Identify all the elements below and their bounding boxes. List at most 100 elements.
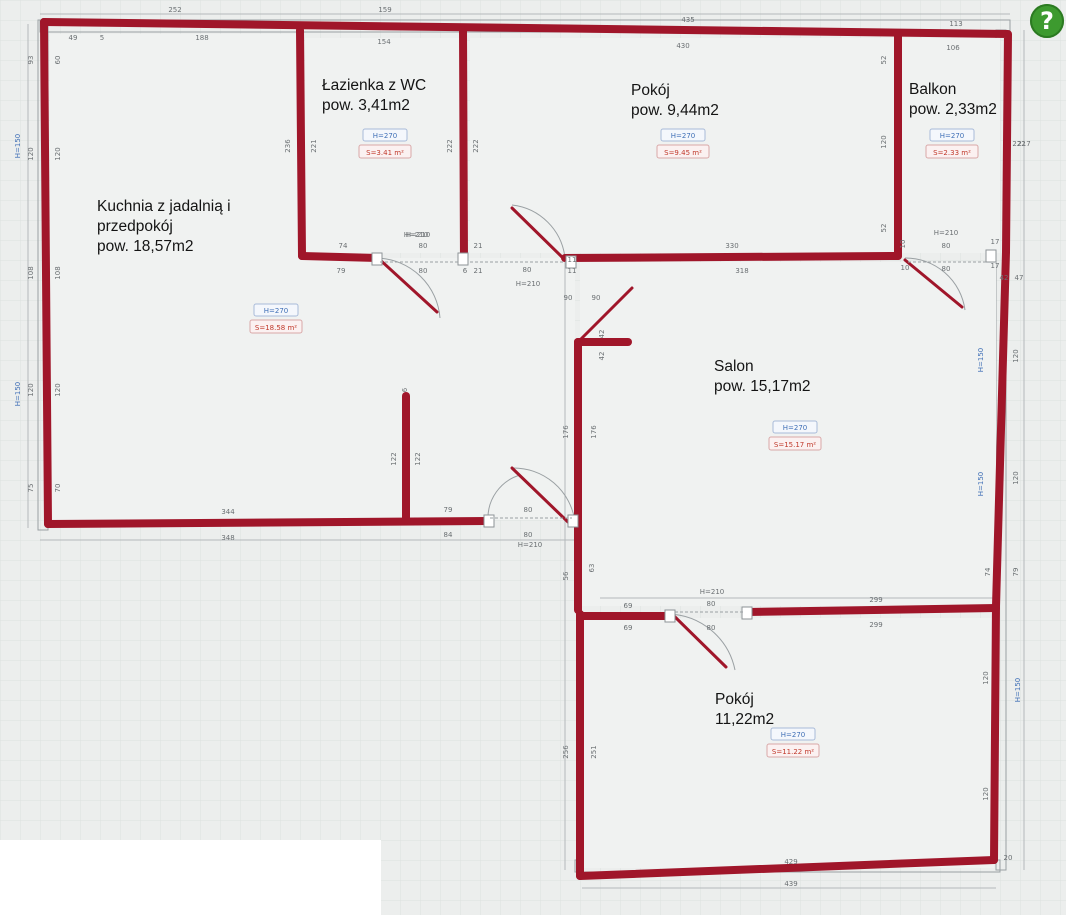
dimension-label: 11 <box>568 256 577 264</box>
dimension-label: 439 <box>784 880 797 888</box>
height-tag-box <box>660 128 706 142</box>
room-height-tag: H=270 <box>781 731 806 739</box>
dimension-label: 79 <box>337 267 346 275</box>
room2-area <box>582 618 994 868</box>
area-tag-box <box>768 436 822 451</box>
dimension-label: 10 <box>901 264 910 272</box>
dimension-label: H=210 <box>404 231 429 239</box>
room2-bottom-wall <box>576 856 998 880</box>
window-height-tag: H=150 <box>1014 678 1022 703</box>
height-tag-box <box>770 727 816 741</box>
dimension-label: 330 <box>725 242 738 250</box>
dimension-label: 49 <box>69 34 78 42</box>
kitchen-area <box>50 34 575 520</box>
room-label-room2: Pokój 11,22m2 <box>715 690 774 730</box>
room-label-line: pow. 2,33m2 <box>909 101 997 118</box>
help-button[interactable]: ? <box>1030 4 1064 38</box>
dimension-label: 17 <box>991 238 1000 246</box>
dimension-label: 63 <box>588 564 596 573</box>
dimension-label: 80 <box>942 242 951 250</box>
dimension-label: 80 <box>524 531 533 539</box>
height-tag-box <box>772 420 818 434</box>
dimension-label: 93 <box>27 56 35 65</box>
bathroom-door-leaf <box>376 256 439 314</box>
room-label-line: Salon <box>714 358 754 375</box>
outer-wall-right <box>992 248 1010 610</box>
dimension-label: 221 <box>310 139 318 152</box>
dimension-label: 74 <box>984 567 992 576</box>
dimension-label: 222 <box>1012 140 1025 148</box>
dimension-label: 122 <box>414 452 422 465</box>
dimension-label: 217 <box>1017 140 1030 148</box>
area-tag-box <box>249 319 303 334</box>
dimension-label: 108 <box>27 266 35 279</box>
outer-wall-top <box>40 18 1012 256</box>
dimension-label: 222 <box>472 139 480 152</box>
room2-door-leaf <box>670 612 728 669</box>
room-area-tag: S=11.22 m² <box>772 748 814 756</box>
height-tag-box <box>362 128 408 142</box>
dimension-label: 80 <box>524 506 533 514</box>
outer-wall-left <box>40 18 52 528</box>
dimension-label: 52 <box>880 56 888 65</box>
room-label-line: Łazienka z WC <box>322 77 427 94</box>
dimension-label: 348 <box>221 534 234 542</box>
dimension-label: 430 <box>676 42 689 50</box>
room2-right-wall <box>990 602 1000 864</box>
room-height-tag: H=270 <box>264 307 289 315</box>
area-tag-box <box>925 144 979 159</box>
dimension-label: 159 <box>378 6 391 14</box>
room-area-tag: S=9.45 m² <box>664 149 702 157</box>
dimension-label: 6 <box>401 387 409 392</box>
window-height-tag: H=150 <box>14 134 22 159</box>
room-label-line: pow. 9,44m2 <box>631 102 719 119</box>
dimension-label: 120 <box>880 135 888 148</box>
dimension-label: 69 <box>624 624 633 632</box>
room-height-tag: H=270 <box>373 132 398 140</box>
dimension-label: 122 <box>390 452 398 465</box>
room-label-bathroom: Łazienka z WC pow. 3,41m2 <box>322 76 426 116</box>
dimension-label: 435 <box>681 16 694 24</box>
dimension-label: 80 <box>419 242 428 250</box>
dimension-label: 120 <box>1012 349 1020 362</box>
dimension-label: 79 <box>444 506 453 514</box>
walls <box>40 18 1012 880</box>
dimension-label: 120 <box>982 787 990 800</box>
dimension-label: 120 <box>54 383 62 396</box>
height-tag-box <box>929 128 975 142</box>
room-label-line: pow. 3,41m2 <box>322 97 410 114</box>
dimension-label: 56 <box>562 571 570 580</box>
dimension-label: 176 <box>562 425 570 439</box>
dimension-label: 120 <box>982 671 990 684</box>
dimension-lines <box>27 13 1025 889</box>
window-height-tag: H=150 <box>14 382 22 407</box>
room-label-line: Kuchnia z jadalnią i <box>97 198 231 215</box>
room-area-tag: S=3.41 m² <box>366 149 404 157</box>
dimension-label: H=210 <box>700 588 725 596</box>
dimension-label: 251 <box>590 745 598 758</box>
dimension-label: 318 <box>735 267 748 275</box>
height-tag-box <box>253 303 299 317</box>
dimension-label: 222 <box>446 139 454 152</box>
room-label-line: Pokój <box>631 82 670 99</box>
room-label-line: pow. 15,17m2 <box>714 378 811 395</box>
blank-overlay <box>0 840 381 915</box>
door-openings <box>380 261 988 613</box>
room2-top-wall-right <box>744 604 1000 616</box>
dimension-label: 120 <box>1012 471 1020 484</box>
dimension-label: 80 <box>707 600 716 608</box>
room-area-tag: S=2.33 m² <box>933 149 971 157</box>
dimension-label: 42 <box>598 352 606 361</box>
dimension-label: 299 <box>869 621 882 629</box>
dimension-label: 344 <box>221 508 235 516</box>
dimension-label: 80 <box>942 265 951 273</box>
dimension-label: 108 <box>54 266 62 279</box>
dimension-label: 10 <box>899 240 907 249</box>
dimension-label: 47 <box>1015 274 1024 282</box>
